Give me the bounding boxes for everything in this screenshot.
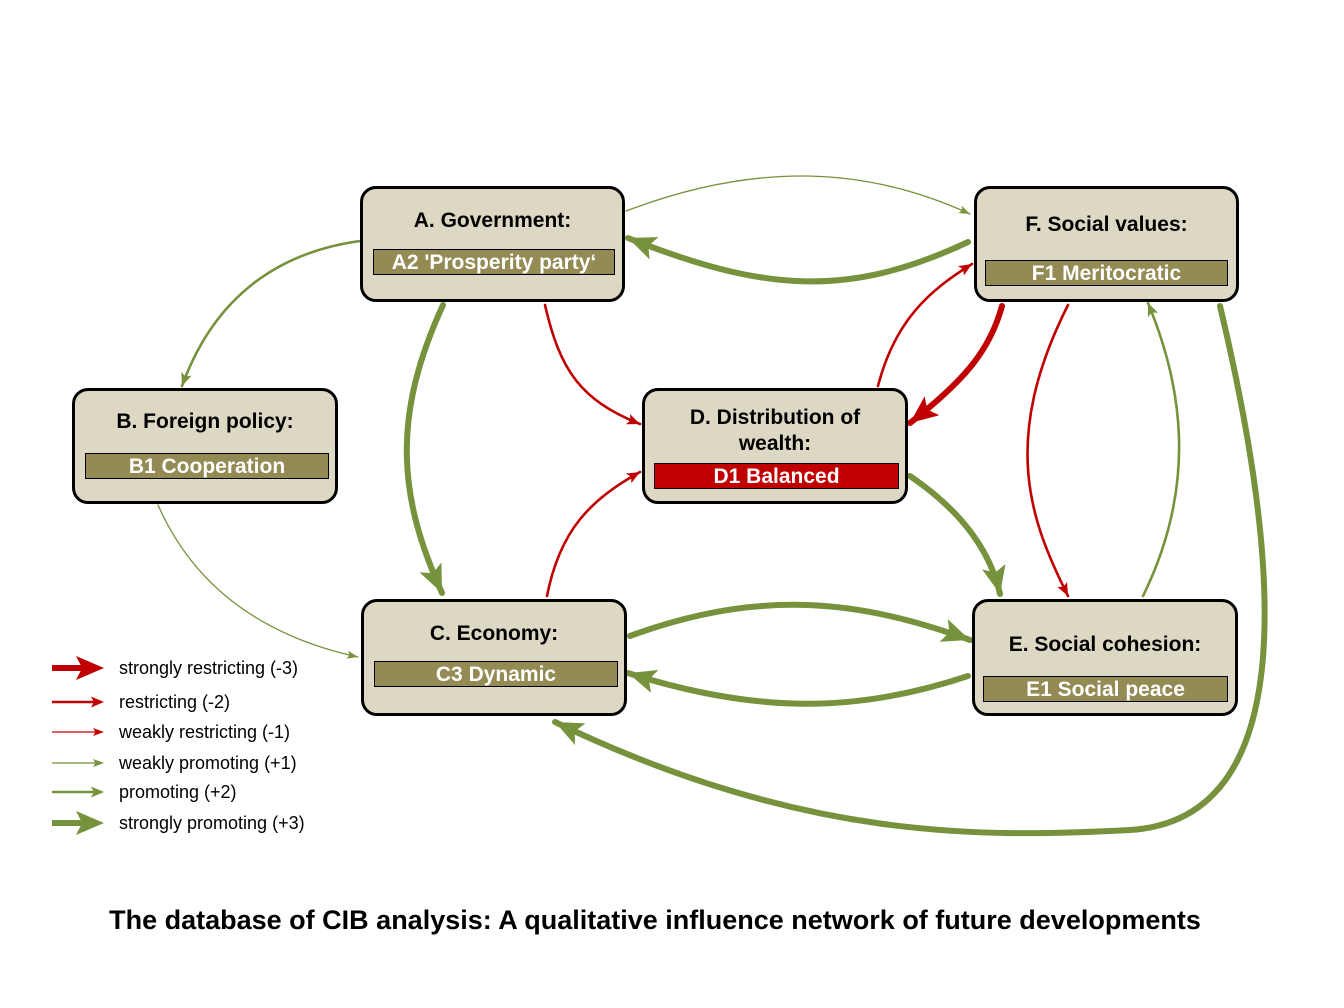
edge-c-to-e bbox=[627, 601, 973, 643]
legend-arrow bbox=[52, 656, 104, 680]
edge-line bbox=[625, 175, 971, 215]
edge-line bbox=[907, 473, 1003, 597]
node-government-state: A2 'Prosperity party‘ bbox=[373, 249, 615, 275]
edge-arrowhead bbox=[181, 371, 192, 386]
legend-arrowhead bbox=[93, 759, 104, 767]
edge-line bbox=[157, 504, 359, 658]
legend-arrow bbox=[52, 759, 104, 767]
node-economy-title: C. Economy: bbox=[429, 622, 559, 645]
edge-arrowhead bbox=[958, 205, 970, 214]
node-social-cohesion-title: E. Social cohesion: bbox=[1008, 633, 1202, 656]
node-social-values: F. Social values: F1 Meritocratic bbox=[974, 186, 1239, 302]
edge-a-to-b bbox=[180, 239, 362, 388]
node-social-cohesion-state: E1 Social peace bbox=[983, 676, 1228, 702]
edge-f-to-a bbox=[625, 235, 971, 285]
node-distribution-state: D1 Balanced bbox=[654, 463, 899, 489]
node-distribution-of-wealth: D. Distribution of wealth: D1 Balanced bbox=[642, 388, 908, 504]
legend-arrowhead bbox=[76, 656, 104, 680]
legend-arrow bbox=[52, 696, 104, 708]
edge-arrowhead bbox=[982, 564, 1006, 594]
edge-f-to-e bbox=[1026, 303, 1070, 598]
edge-f-to-c bbox=[552, 303, 1268, 837]
edge-line bbox=[552, 303, 1268, 837]
legend-arrowhead bbox=[91, 696, 104, 708]
node-social-cohesion: E. Social cohesion: E1 Social peace bbox=[972, 599, 1238, 716]
node-economy: C. Economy: C3 Dynamic bbox=[361, 599, 627, 716]
node-economy-state: C3 Dynamic bbox=[374, 661, 618, 687]
edge-arrowhead bbox=[419, 562, 442, 593]
edge-a-to-f bbox=[625, 175, 971, 215]
legend-arrowhead bbox=[91, 786, 104, 798]
edge-arrowhead bbox=[1147, 303, 1159, 318]
edge-e-to-f bbox=[1141, 301, 1181, 598]
edge-line bbox=[1141, 301, 1181, 598]
node-foreign-policy-state: B1 Cooperation bbox=[85, 453, 329, 479]
legend-arrowhead bbox=[76, 811, 104, 835]
node-foreign-policy: B. Foreign policy: B1 Cooperation bbox=[72, 388, 338, 504]
edge-a-to-d bbox=[543, 303, 642, 426]
edge-b-to-c bbox=[157, 504, 359, 659]
edge-line bbox=[876, 262, 974, 388]
legend-arrow bbox=[52, 811, 104, 835]
edge-line bbox=[625, 670, 971, 707]
legend-label-promoting: promoting (+2) bbox=[119, 782, 237, 802]
edge-line bbox=[907, 303, 1005, 426]
edge-d-to-e bbox=[907, 473, 1006, 597]
legend-label-restricting: restricting (-2) bbox=[119, 692, 231, 712]
node-government: A. Government: A2 'Prosperity party‘ bbox=[360, 186, 625, 302]
legend-arrow bbox=[52, 786, 104, 798]
legend-label-strongly-restricting: strongly restricting (-3) bbox=[119, 658, 299, 678]
edge-arrowhead bbox=[625, 472, 640, 484]
legend-label-weakly-promoting: weakly promoting (+1) bbox=[119, 753, 297, 773]
node-social-values-state: F1 Meritocratic bbox=[985, 260, 1228, 286]
edge-line bbox=[180, 239, 362, 388]
legend-arrowhead bbox=[93, 728, 104, 736]
edge-arrowhead bbox=[939, 619, 970, 642]
edge-line bbox=[403, 302, 446, 596]
edge-arrowhead bbox=[625, 414, 640, 425]
edge-line bbox=[1026, 303, 1070, 598]
node-distribution-title-line2: wealth: bbox=[738, 432, 812, 455]
legend-arrow bbox=[52, 728, 104, 736]
legend-label-strongly-promoting: strongly promoting (+3) bbox=[119, 813, 305, 833]
edges-layer bbox=[157, 175, 1268, 837]
edge-f-to-d bbox=[907, 303, 1005, 426]
edge-line bbox=[543, 303, 642, 426]
edge-a-to-c bbox=[403, 302, 446, 596]
edge-c-to-d bbox=[545, 470, 642, 598]
legend-label-weakly-restricting: weakly restricting (-1) bbox=[119, 722, 291, 742]
node-government-title: A. Government: bbox=[413, 209, 572, 232]
edge-e-to-c bbox=[625, 670, 971, 707]
edge-arrowhead bbox=[628, 670, 659, 693]
caption: The database of CIB analysis: A qualitat… bbox=[109, 905, 1201, 935]
edge-d-to-f bbox=[876, 262, 974, 388]
edge-arrowhead bbox=[346, 650, 358, 659]
node-distribution-title-line1: D. Distribution of bbox=[689, 406, 861, 429]
edge-arrowhead bbox=[628, 237, 659, 260]
node-foreign-policy-title: B. Foreign policy: bbox=[116, 410, 294, 433]
edge-line bbox=[545, 470, 642, 598]
node-social-values-title: F. Social values: bbox=[1025, 213, 1188, 236]
edge-arrowhead bbox=[555, 722, 586, 745]
legend-arrows bbox=[52, 656, 104, 835]
edge-arrowhead bbox=[1057, 581, 1068, 596]
edge-arrowhead bbox=[958, 264, 972, 276]
edge-line bbox=[625, 235, 971, 285]
edge-line bbox=[627, 601, 973, 643]
edge-arrowhead bbox=[910, 396, 940, 423]
